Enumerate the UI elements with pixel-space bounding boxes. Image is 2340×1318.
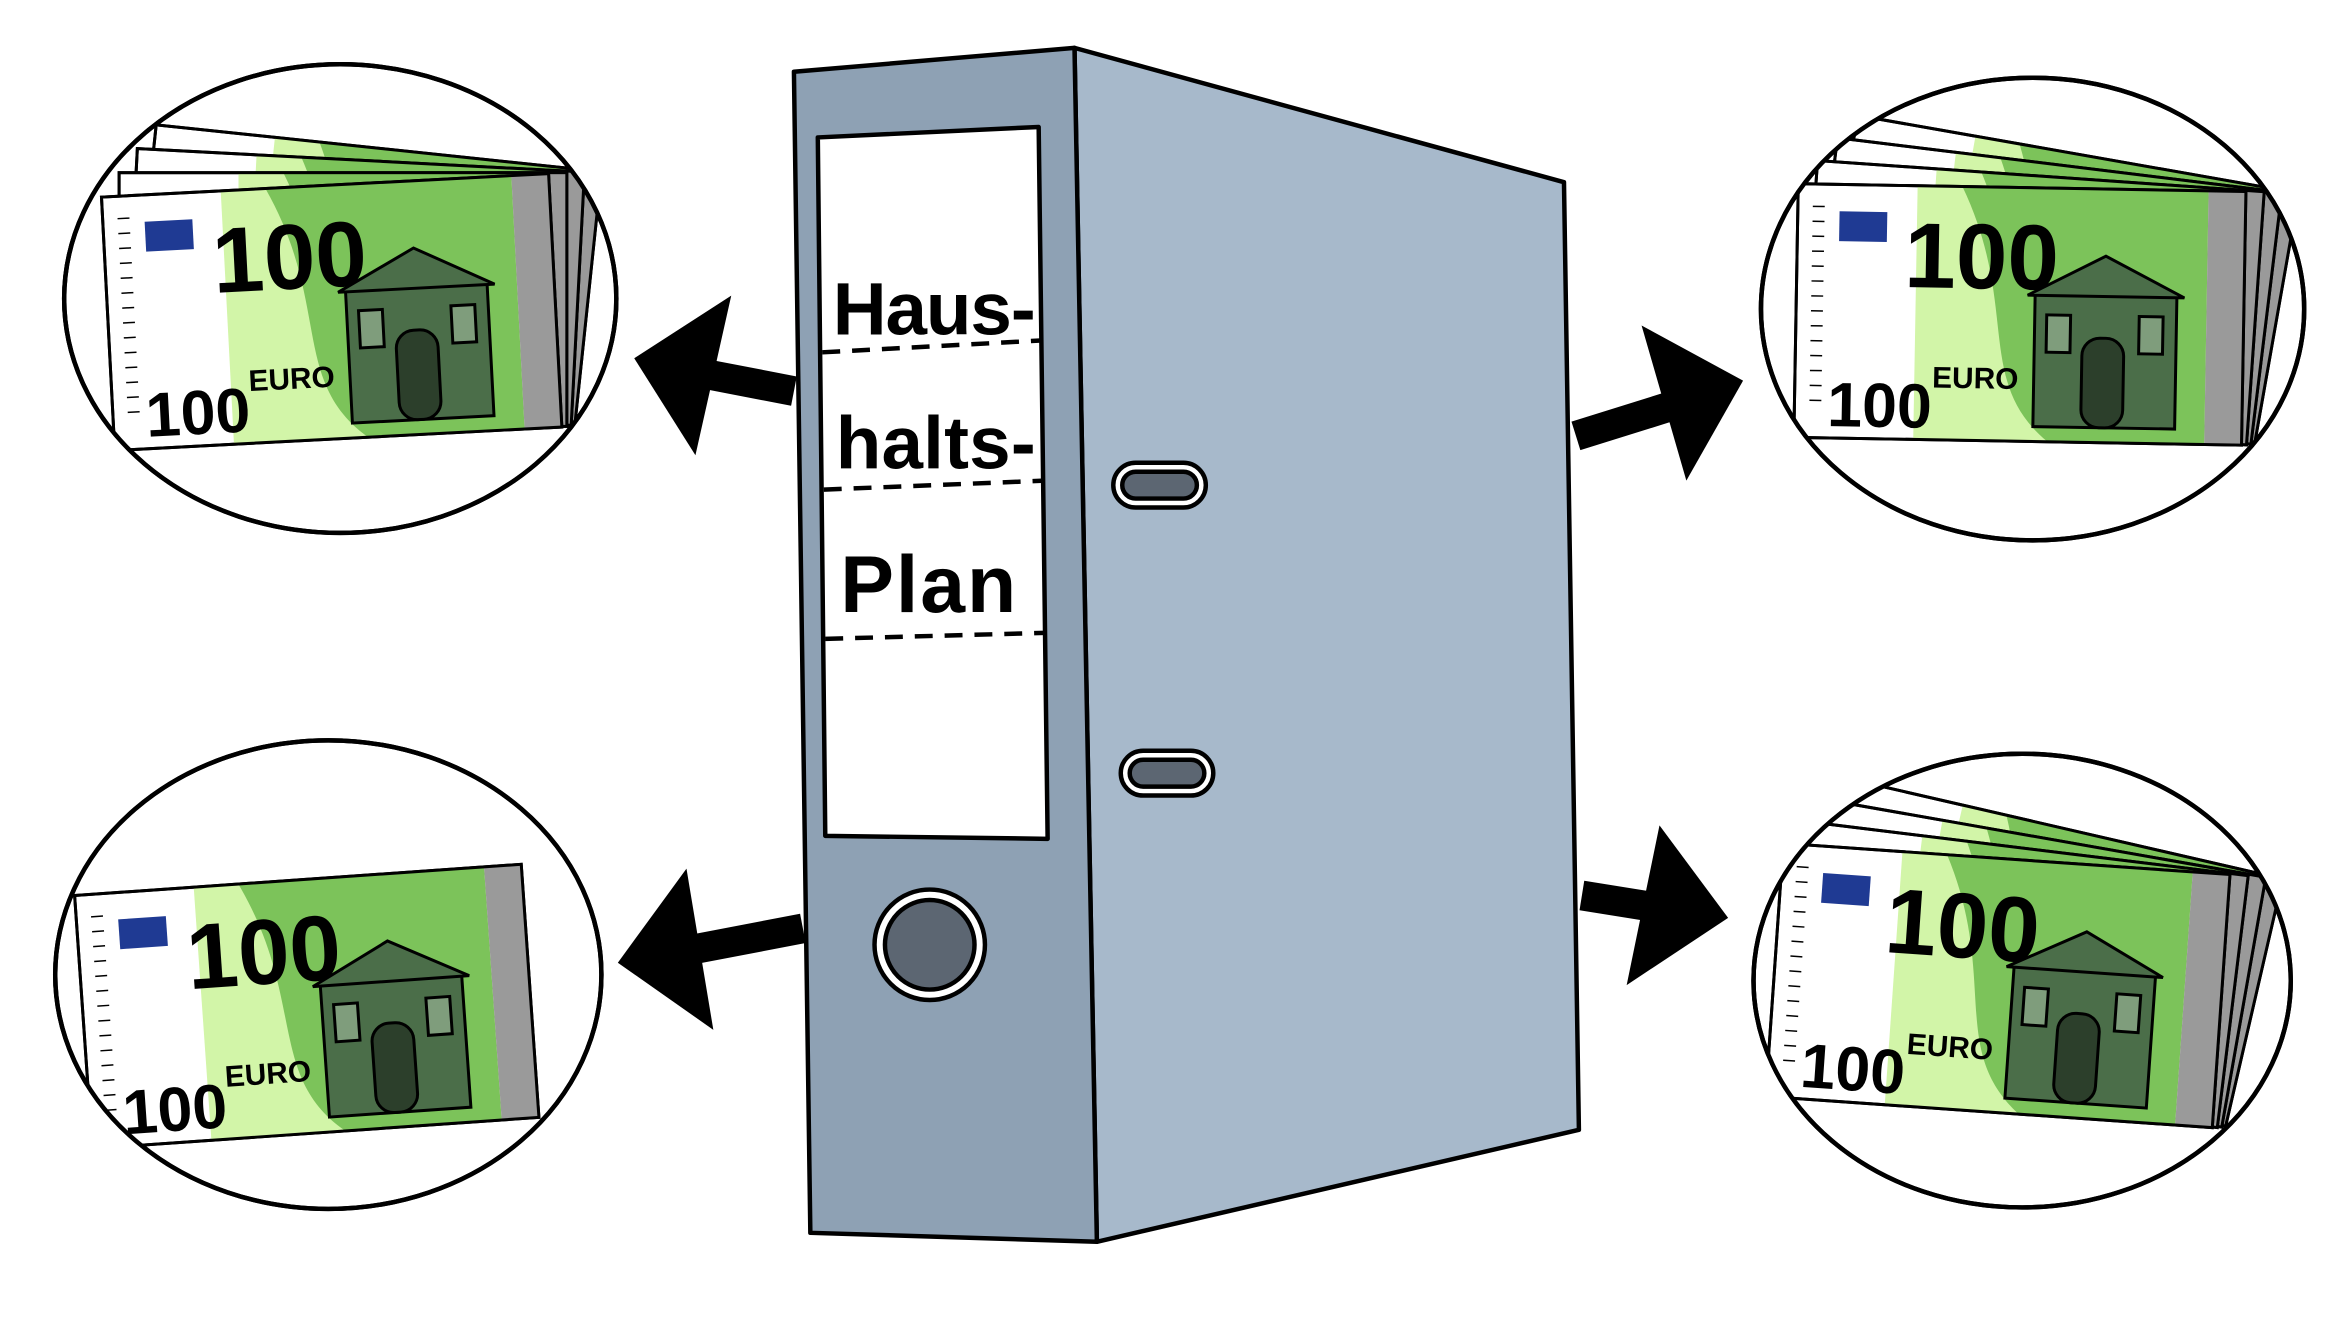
finger-hole bbox=[872, 887, 988, 1003]
currency-label: EURO bbox=[224, 1055, 312, 1094]
label-line-3: Plan bbox=[840, 540, 1016, 630]
eu-flag-icon bbox=[118, 916, 168, 950]
label-line-2: halts- bbox=[836, 401, 1036, 485]
eu-flag-icon bbox=[1821, 873, 1871, 907]
binder-side bbox=[1072, 45, 1582, 1245]
arrow-bottom-left bbox=[617, 868, 806, 1030]
denomination-large: 100 bbox=[183, 895, 344, 1010]
building-icon bbox=[2003, 930, 2164, 1110]
label-line-1: Haus- bbox=[833, 266, 1036, 350]
arrow-top-left bbox=[634, 295, 797, 456]
arrow-top-right bbox=[1571, 325, 1744, 481]
building-icon bbox=[337, 246, 496, 425]
denomination-small: 100 bbox=[1798, 1031, 1907, 1108]
eu-flag-icon bbox=[144, 219, 194, 252]
building-icon bbox=[2027, 254, 2186, 431]
currency-label: EURO bbox=[1906, 1028, 1994, 1067]
binder-label bbox=[815, 124, 1050, 842]
denomination-small: 100 bbox=[144, 375, 252, 450]
denomination-small: 100 bbox=[1827, 370, 1933, 442]
denomination-large: 100 bbox=[1882, 868, 2043, 983]
denomination-small: 100 bbox=[120, 1071, 229, 1148]
denomination-large: 100 bbox=[210, 201, 370, 313]
denomination-large: 100 bbox=[1904, 203, 2060, 310]
arrow-bottom-right bbox=[1579, 825, 1729, 986]
building-icon bbox=[312, 939, 473, 1119]
eu-flag-icon bbox=[1839, 211, 1888, 242]
currency-label: EURO bbox=[1932, 362, 2019, 396]
currency-label: EURO bbox=[248, 361, 336, 398]
binder bbox=[791, 45, 1582, 1245]
